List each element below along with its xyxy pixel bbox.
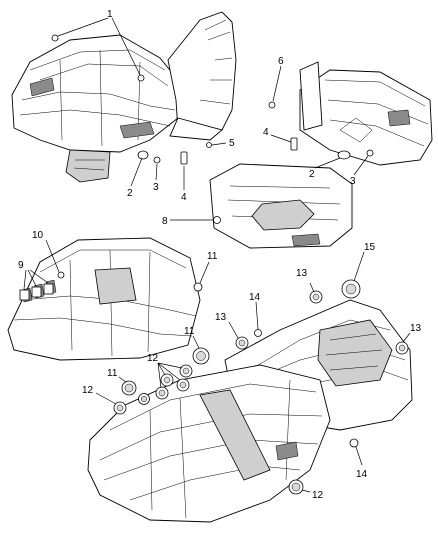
clip-4a (180, 151, 188, 165)
callout-12-lower: 12 (312, 490, 324, 501)
leader-lines (23, 17, 411, 493)
rear-compartment-illustration (209, 163, 353, 249)
callout-11-upper: 11 (207, 251, 218, 262)
callout-11-lower: 11 (107, 368, 118, 379)
callout-6: 6 (278, 56, 284, 67)
plug-14a (254, 329, 262, 337)
plug-1a (51, 34, 59, 42)
callout-2-right: 2 (309, 169, 315, 180)
callout-3-front: 3 (153, 182, 159, 193)
plug-3b (366, 149, 374, 157)
center-floor-pan-illustration (87, 364, 331, 523)
callout-14-lower: 14 (356, 469, 368, 480)
plug-parts (19, 34, 409, 495)
callout-10: 10 (32, 230, 44, 241)
right-front-inner-illustration (299, 61, 433, 166)
callout-12-mid: 12 (147, 353, 159, 364)
plug-5 (206, 142, 212, 148)
callout-15: 15 (364, 242, 376, 253)
plug-8 (213, 216, 221, 224)
clip-4b (290, 137, 298, 151)
plug-14b (349, 438, 359, 448)
front-floor-pan-illustration (7, 237, 201, 361)
callout-labels: 1 2 3 4 5 6 4 2 3 8 10 9 11 15 13 14 13 … (18, 9, 422, 501)
callout-9: 9 (18, 260, 24, 271)
callout-3-right: 3 (350, 176, 356, 187)
callout-13-right: 13 (410, 323, 422, 334)
callout-1: 1 (107, 9, 113, 20)
patch-9c (43, 283, 54, 295)
grommet-2a (137, 150, 149, 160)
plug-11a (193, 282, 203, 292)
callout-11-mid: 11 (184, 326, 195, 337)
plug-1b (137, 74, 145, 82)
plug-3a (153, 156, 161, 164)
plug-10 (57, 271, 65, 279)
front-structure-illustration (11, 11, 237, 183)
plug-6 (268, 101, 276, 109)
callout-5: 5 (229, 138, 235, 149)
callout-14-upper: 14 (249, 292, 261, 303)
patch-9b (31, 286, 42, 298)
callout-2-front: 2 (127, 188, 133, 199)
callout-8: 8 (162, 216, 168, 227)
grommet-2b (337, 150, 351, 160)
callout-13-left: 13 (215, 312, 227, 323)
callout-12-left: 12 (82, 385, 94, 396)
callout-4-front: 4 (181, 192, 187, 203)
patch-9a (19, 289, 30, 301)
callout-13-top: 13 (296, 268, 308, 279)
callout-4-right: 4 (263, 127, 269, 138)
